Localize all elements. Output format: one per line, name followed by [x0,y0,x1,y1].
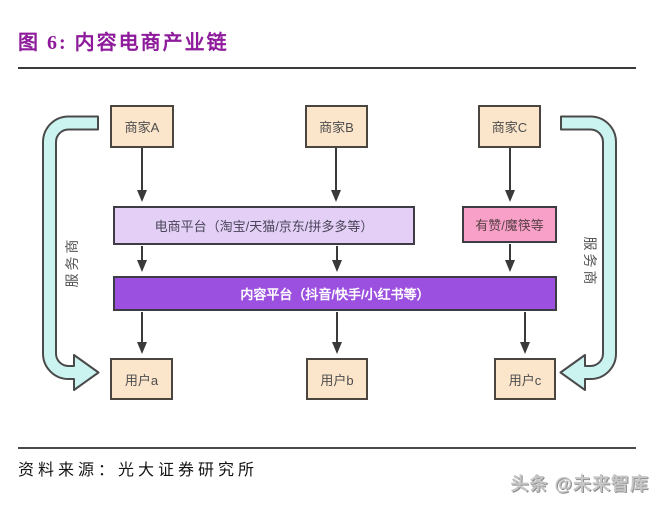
merchant-a-box: 商家A [110,105,174,148]
saas-platform-box: 有赞/魔筷等 [462,206,557,243]
content-platform-box: 内容平台（抖音/快手/小红书等） [113,276,557,311]
service-provider-label-left: 服务商 [64,236,80,288]
user-a-box: 用户a [110,358,173,400]
figure-title: 图 6: 内容电商产业链 [18,32,229,54]
service-provider-arrow-right-icon [559,115,617,391]
watermark-text: 头条 @未来智库 [510,474,649,494]
user-b-box: 用户b [306,358,368,400]
ecommerce-platform-box: 电商平台（淘宝/天猫/京东/拼多多等） [113,206,415,245]
source-attribution: 资料来源：光大证券研究所 [18,462,259,479]
source-divider-line [18,447,636,449]
service-provider-arrow-left-icon [42,115,100,391]
user-c-box: 用户c [494,358,556,400]
service-provider-label-right: 服务商 [582,236,598,288]
merchant-c-box: 商家C [478,105,541,148]
merchant-b-box: 商家B [305,105,368,148]
title-divider-line [18,67,636,69]
